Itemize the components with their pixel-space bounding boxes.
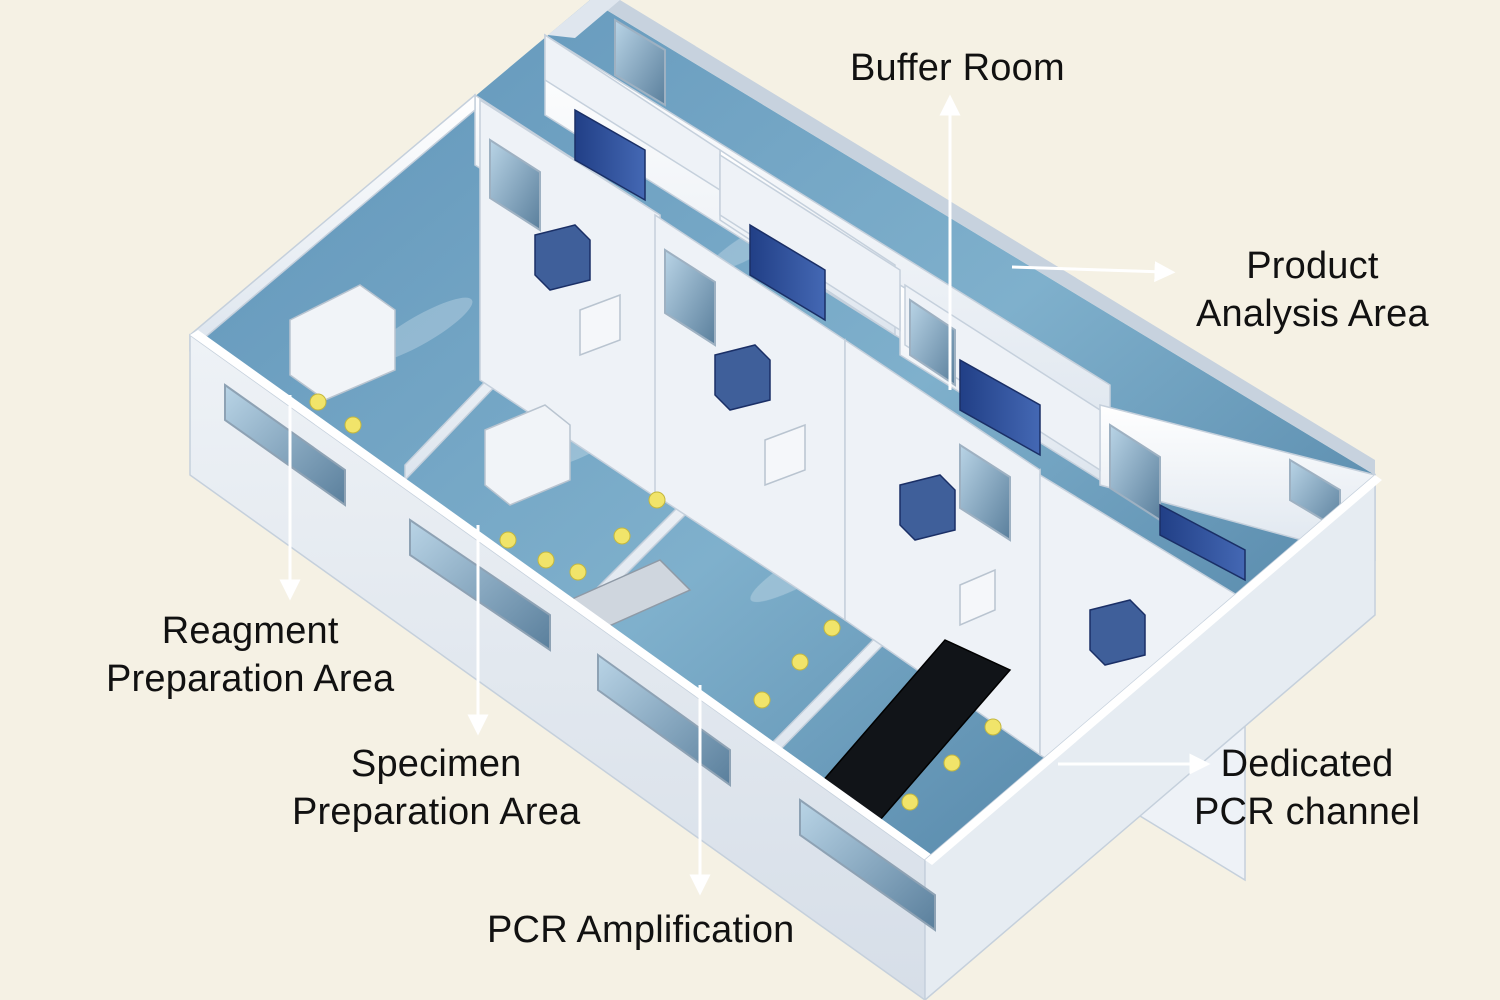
annotation-arrows xyxy=(279,94,1211,896)
label-specimen-prep-line2: Preparation Area xyxy=(292,791,581,833)
label-buffer-room: Buffer Room xyxy=(850,44,1065,92)
blue-cabinets xyxy=(574,108,1246,582)
label-reagent-prep-line2: Preparation Area xyxy=(106,658,395,700)
front-windows xyxy=(224,383,936,932)
interior-doors xyxy=(489,18,1341,542)
label-pcr-amplification: PCR Amplification xyxy=(487,906,795,954)
label-pcr-amplification-text: PCR Amplification xyxy=(487,909,795,951)
lab-equipment xyxy=(289,224,1146,821)
arrow-product-analysis xyxy=(1011,261,1176,283)
label-dedicated-pcr-channel: Dedicated PCR channel xyxy=(1194,740,1420,836)
label-product-analysis-line2: Analysis Area xyxy=(1196,293,1429,335)
label-reagent-prep-line1: Reagment xyxy=(161,610,339,652)
label-specimen-prep-line1: Specimen xyxy=(350,743,522,785)
floor-markers xyxy=(309,393,1002,811)
right-wall xyxy=(924,473,1382,1000)
front-wall xyxy=(189,330,932,1000)
interior-partitions xyxy=(189,33,1376,882)
label-buffer-room-text: Buffer Room xyxy=(850,47,1065,89)
label-dedicated-pcr-line1: Dedicated xyxy=(1220,743,1394,785)
label-reagent-preparation-area: Reagment Preparation Area xyxy=(106,607,394,703)
back-wall xyxy=(548,0,1375,475)
label-product-analysis-line1: Product xyxy=(1246,245,1379,287)
label-product-analysis-area: Product Analysis Area xyxy=(1196,242,1429,338)
label-dedicated-pcr-line2: PCR channel xyxy=(1194,791,1421,833)
label-specimen-preparation-area: Specimen Preparation Area xyxy=(292,740,580,836)
